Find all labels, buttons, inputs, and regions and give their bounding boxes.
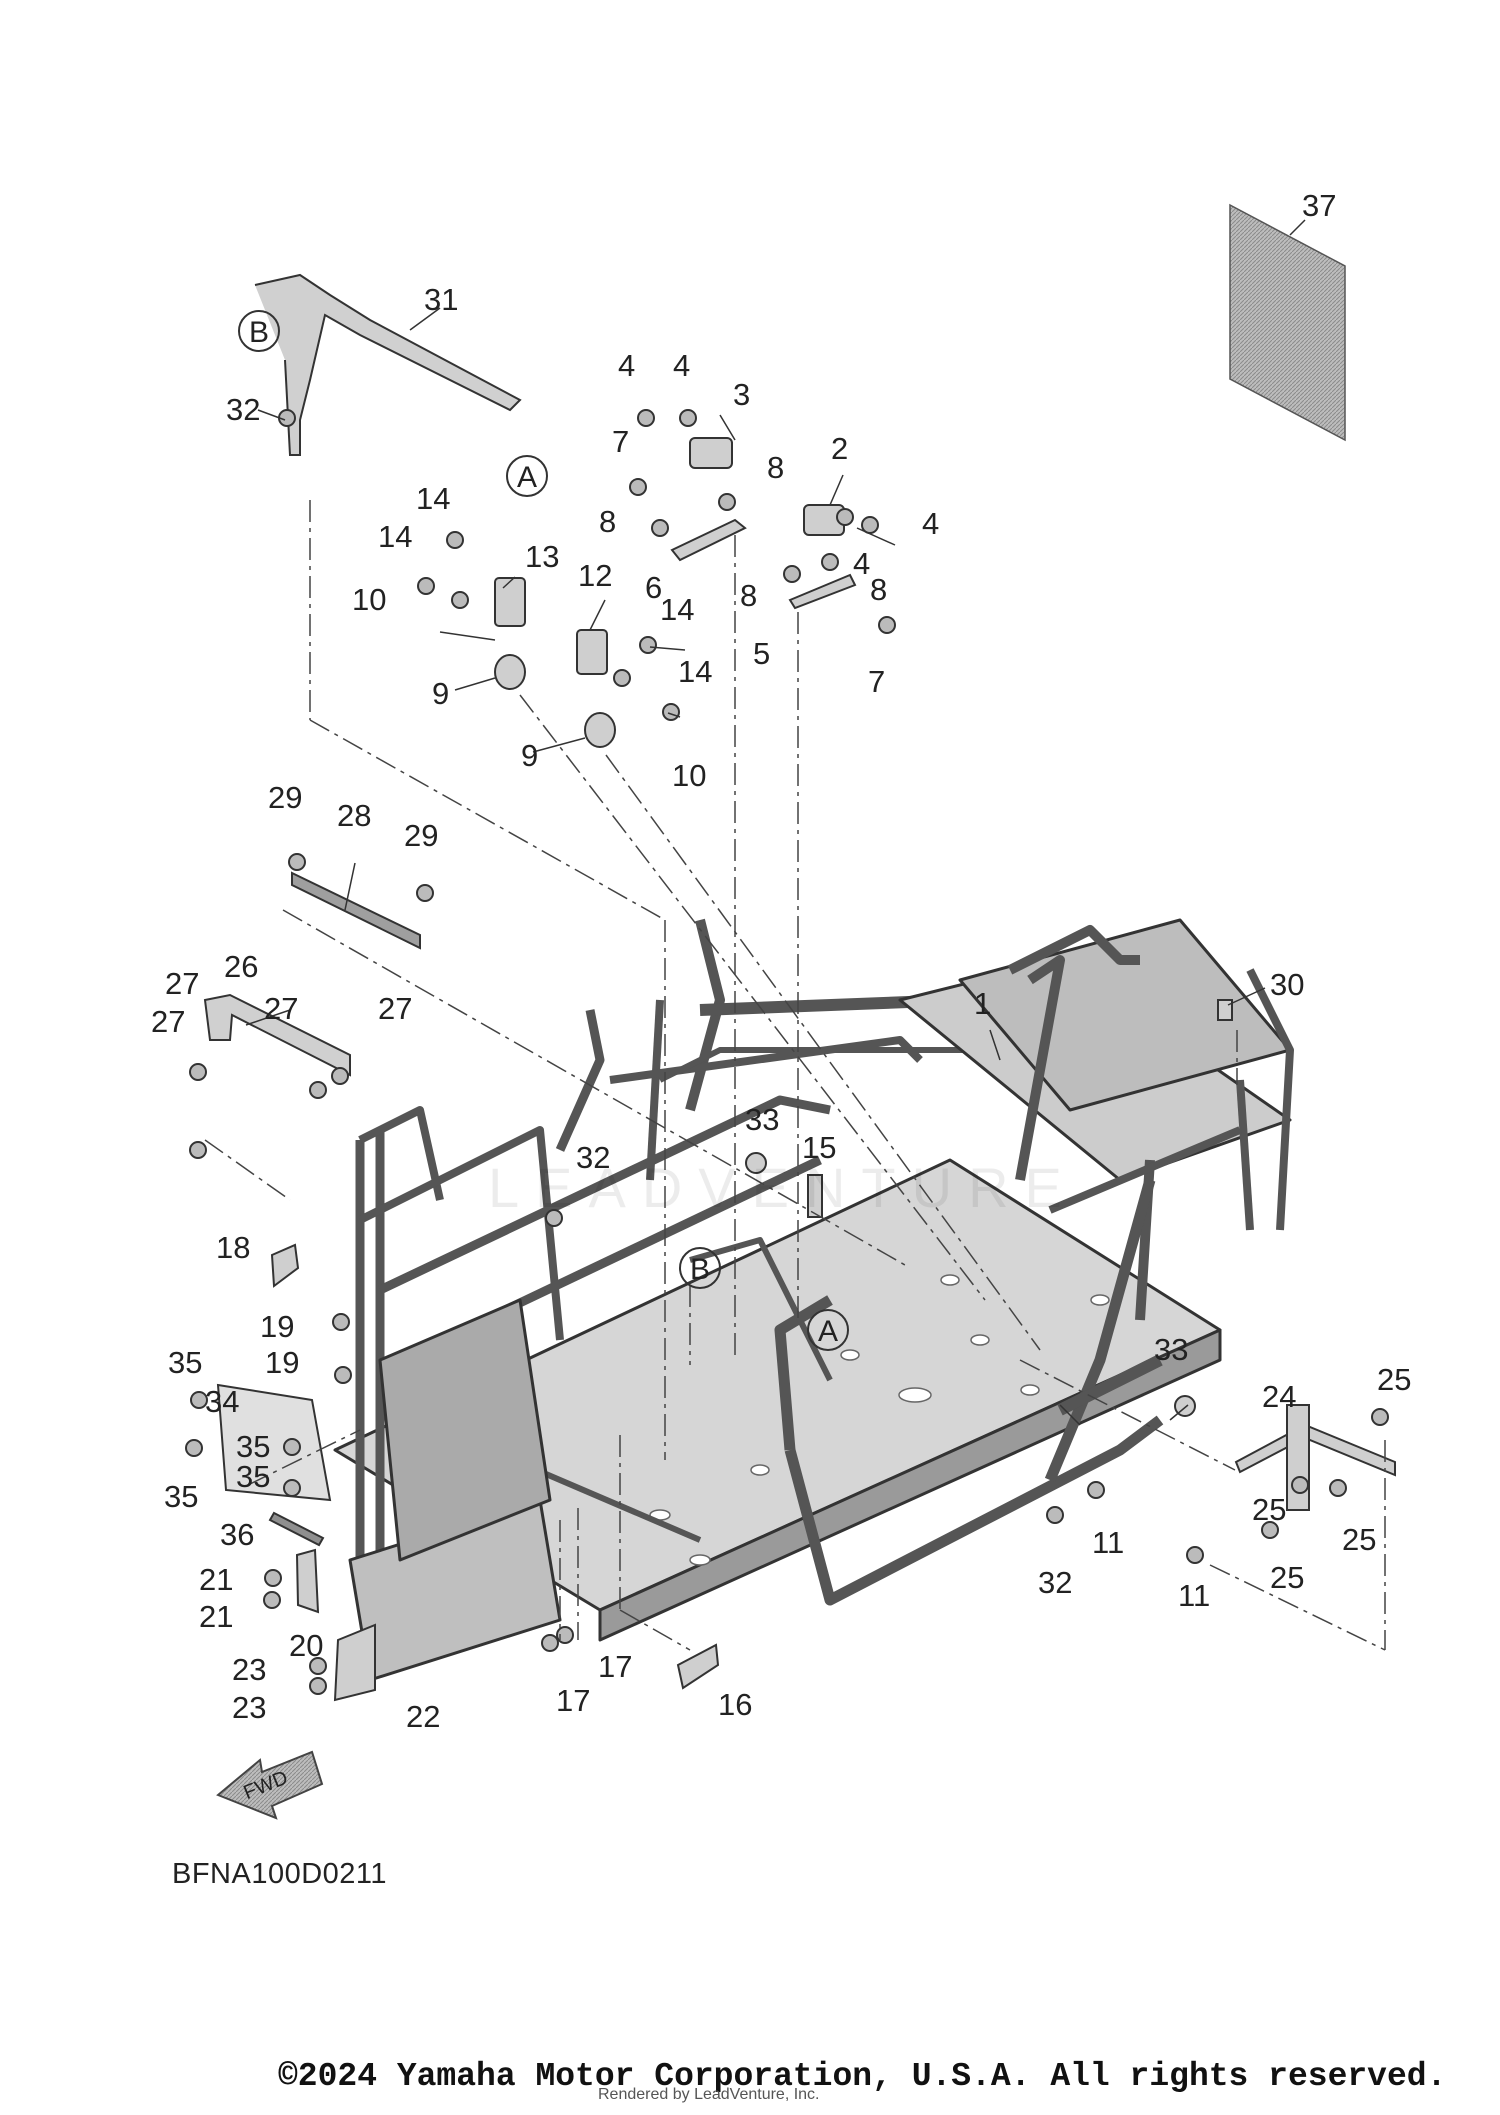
callout-31: 31 bbox=[424, 282, 458, 317]
reference-lines bbox=[204, 500, 1386, 1651]
callout-35: 35 bbox=[168, 1345, 202, 1380]
callout-32: 32 bbox=[576, 1140, 610, 1175]
callout-8: 8 bbox=[870, 572, 887, 607]
svg-text:A: A bbox=[517, 461, 537, 494]
callout-27: 27 bbox=[151, 1004, 185, 1039]
reference-marker-a-frame: A bbox=[807, 1309, 849, 1351]
callout-9: 9 bbox=[521, 738, 538, 773]
callout-22: 22 bbox=[406, 1699, 440, 1734]
callout-35: 35 bbox=[236, 1459, 270, 1494]
callout-30: 30 bbox=[1270, 967, 1304, 1002]
callout-34: 34 bbox=[205, 1384, 239, 1419]
callout-15: 15 bbox=[802, 1130, 836, 1165]
callout-4: 4 bbox=[618, 348, 635, 383]
callout-10: 10 bbox=[672, 758, 706, 793]
callout-21: 21 bbox=[199, 1599, 233, 1634]
callout-17: 17 bbox=[556, 1683, 590, 1718]
bolts bbox=[185, 409, 1389, 1695]
rendered-by-credit: Rendered by LeadVenture, Inc. bbox=[598, 2086, 820, 2103]
callout-26: 26 bbox=[224, 949, 258, 984]
callout-27: 27 bbox=[264, 991, 298, 1026]
callout-20: 20 bbox=[289, 1628, 323, 1663]
callout-17: 17 bbox=[598, 1649, 632, 1684]
callout-16: 16 bbox=[718, 1687, 752, 1722]
callout-8: 8 bbox=[599, 504, 616, 539]
callout-18: 18 bbox=[216, 1230, 250, 1265]
callout-25: 25 bbox=[1377, 1362, 1411, 1397]
callout-3: 3 bbox=[733, 377, 750, 412]
callout-7: 7 bbox=[612, 424, 629, 459]
callout-14: 14 bbox=[660, 592, 694, 627]
callout-29: 29 bbox=[268, 780, 302, 815]
callout-14: 14 bbox=[416, 481, 450, 516]
callout-21: 21 bbox=[199, 1562, 233, 1597]
copyright-notice: ©2024 Yamaha Motor Corporation, U.S.A. A… bbox=[278, 2058, 1447, 2095]
svg-text:B: B bbox=[249, 316, 269, 349]
svg-text:A: A bbox=[818, 1315, 838, 1348]
callout-33: 33 bbox=[1154, 1332, 1188, 1367]
callout-19: 19 bbox=[260, 1309, 294, 1344]
callout-24: 24 bbox=[1262, 1379, 1296, 1414]
callout-19: 19 bbox=[265, 1345, 299, 1380]
callout-35: 35 bbox=[164, 1479, 198, 1514]
callout-27: 27 bbox=[165, 966, 199, 1001]
small-parts bbox=[203, 273, 1396, 1702]
leader-lines bbox=[245, 219, 1306, 1426]
callout-28: 28 bbox=[337, 798, 371, 833]
callout-23: 23 bbox=[232, 1690, 266, 1725]
callout-14: 14 bbox=[378, 519, 412, 554]
callout-4: 4 bbox=[853, 546, 870, 581]
callout-13: 13 bbox=[525, 539, 559, 574]
callout-36: 36 bbox=[220, 1517, 254, 1552]
callout-10: 10 bbox=[352, 582, 386, 617]
callout-11: 11 bbox=[1092, 1525, 1124, 1560]
callout-7: 7 bbox=[868, 664, 885, 699]
diagram-code: BFNA100D0211 bbox=[172, 1858, 388, 1890]
callout-labels: 1 2 3 4 4 4 4 5 6 7 7 8 8 8 8 9 9 10 10 … bbox=[151, 188, 1411, 1734]
callout-8: 8 bbox=[767, 450, 784, 485]
main-frame bbox=[333, 918, 1294, 1682]
callout-2: 2 bbox=[831, 431, 848, 466]
reference-marker-b-top: B bbox=[238, 310, 280, 352]
callout-14: 14 bbox=[678, 654, 712, 689]
callout-29: 29 bbox=[404, 818, 438, 853]
callout-35: 35 bbox=[236, 1429, 270, 1464]
callout-4: 4 bbox=[922, 506, 939, 541]
callout-32: 32 bbox=[226, 392, 260, 427]
callout-9: 9 bbox=[432, 676, 449, 711]
svg-text:B: B bbox=[690, 1253, 710, 1286]
callout-6: 6 bbox=[645, 570, 662, 605]
callout-27: 27 bbox=[378, 991, 412, 1026]
callout-8: 8 bbox=[740, 578, 757, 613]
label-sheet-part bbox=[1229, 203, 1346, 442]
callout-5: 5 bbox=[753, 636, 770, 671]
forward-direction-arrow: FWD bbox=[216, 1750, 324, 1820]
callout-12: 12 bbox=[578, 558, 612, 593]
reference-marker-a-top: A bbox=[506, 455, 548, 497]
callout-33: 33 bbox=[745, 1102, 779, 1137]
callout-23: 23 bbox=[232, 1652, 266, 1687]
watermark: LEADVENTURE bbox=[488, 1156, 1078, 1219]
callout-37: 37 bbox=[1302, 188, 1336, 223]
callout-32: 32 bbox=[1038, 1565, 1072, 1600]
callout-1: 1 bbox=[974, 986, 991, 1021]
callout-25: 25 bbox=[1252, 1492, 1286, 1527]
callout-4: 4 bbox=[673, 348, 690, 383]
callout-11: 11 bbox=[1178, 1578, 1210, 1613]
reference-marker-b-frame: B bbox=[679, 1247, 721, 1289]
callout-25: 25 bbox=[1270, 1560, 1304, 1595]
callout-25: 25 bbox=[1342, 1522, 1376, 1557]
